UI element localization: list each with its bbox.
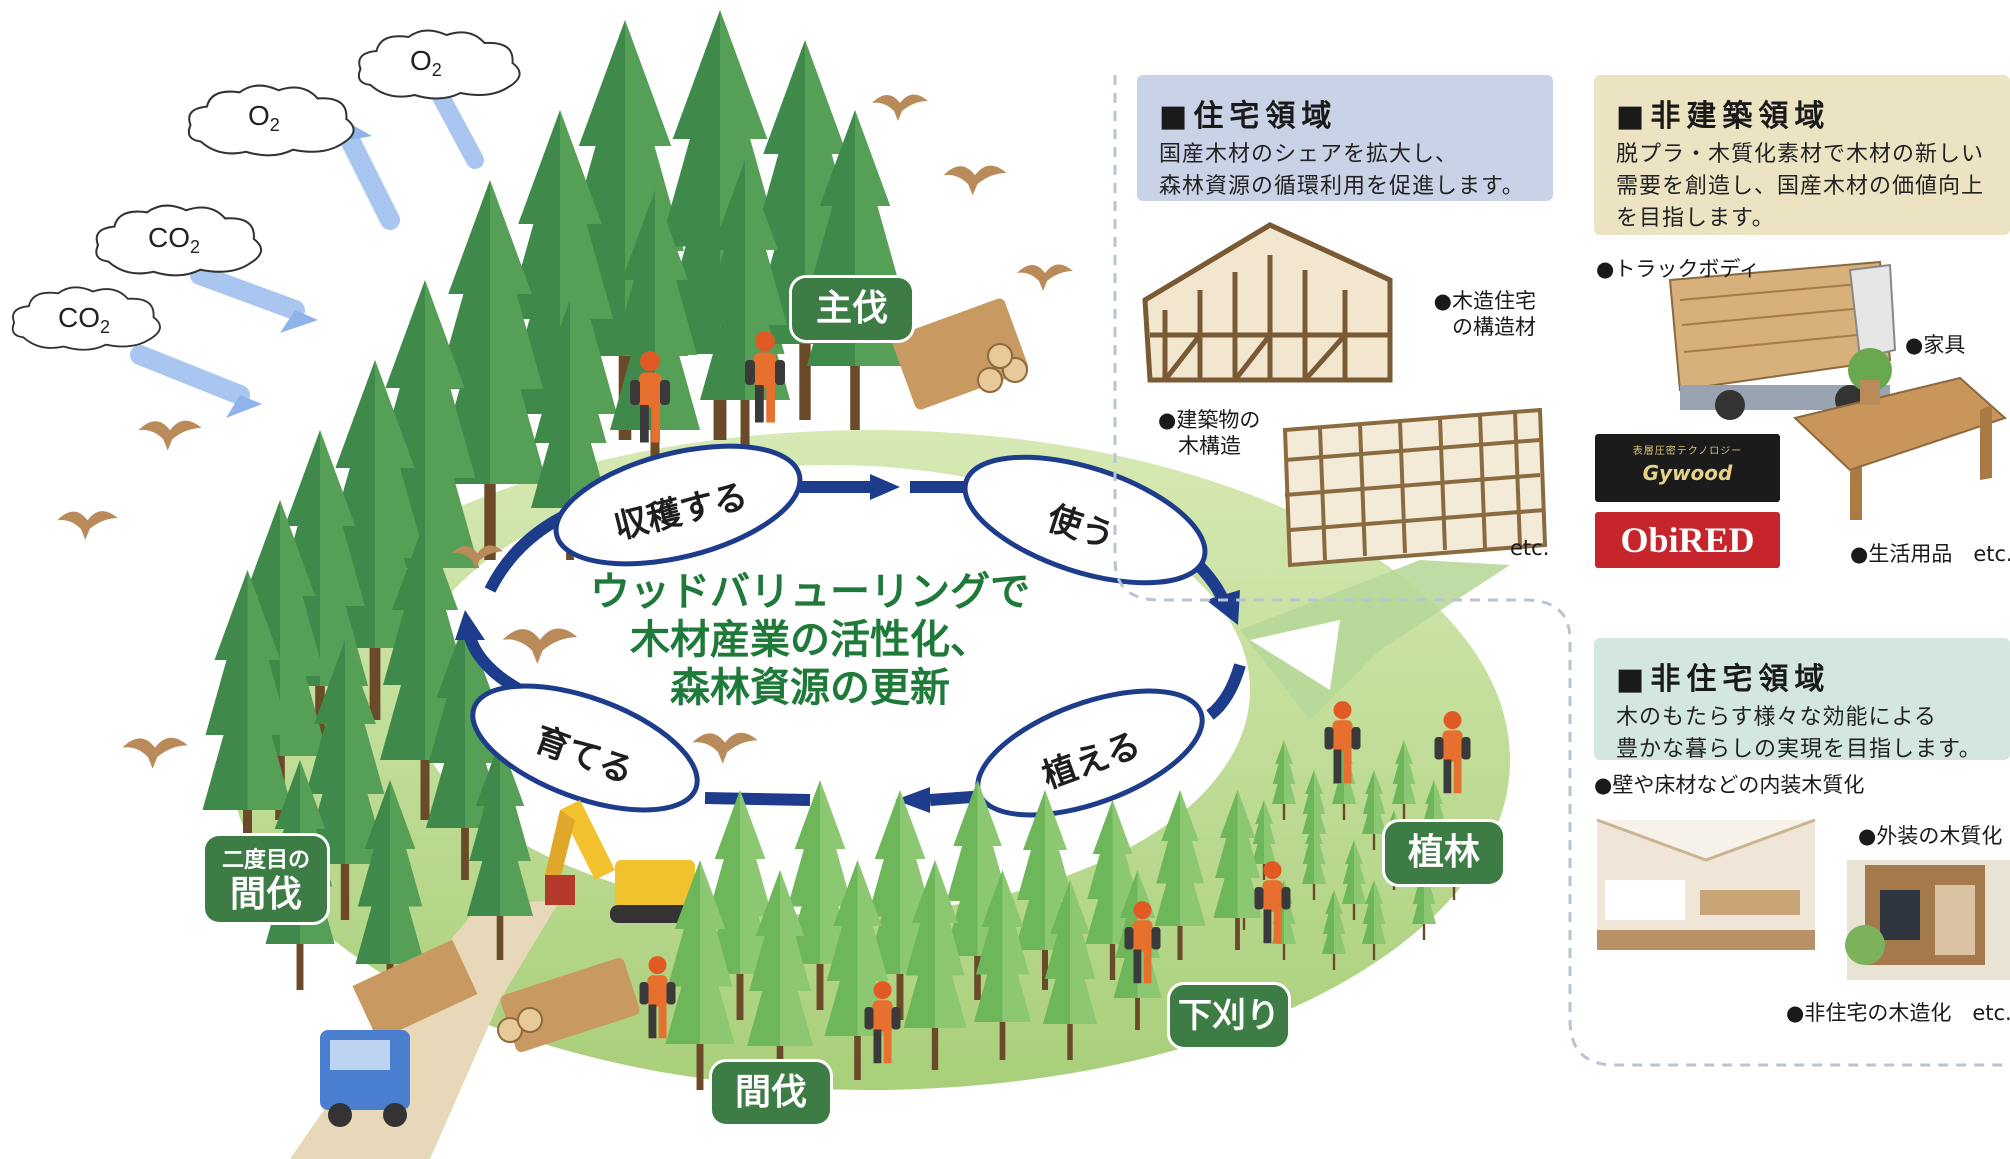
forestry-excavator [545,800,705,923]
obired-logo: ObiRED [1595,512,1780,568]
center-title: ウッドバリューリングで 木材産業の活性化、 森林資源の更新 [540,568,1080,712]
center-title-line2: 木材産業の活性化、 [630,617,990,663]
bird [872,94,928,121]
bird [57,511,118,540]
label-second-thinning: 二度目の 間伐 [205,836,327,922]
panel-non-building-body-line2: 需要を創造し、国産木材の価値向上 [1616,174,1985,199]
log-pile-main-harvest [891,298,1029,410]
panel-non-residential-body-line1: 木のもたらす様々な効能による [1616,705,1937,730]
label-main-harvest: 主伐 [792,278,912,340]
panel-non-building-body-line1: 脱プラ・木質化素材で木材の新しい [1616,142,1985,167]
exterior-photo [1845,860,2010,980]
panel-residential-body: 国産木材のシェアを拡大し、 森林資源の循環利用を促進します。 [1159,139,1531,203]
bird [943,165,1007,196]
label-planting: 植林 [1385,822,1503,884]
interior-photo [1596,818,1816,950]
caption-daily-goods: ●生活用品 etc. [1850,542,2010,566]
log-pile-thinning [497,957,640,1053]
panel-non-building-body: 脱プラ・木質化素材で木材の新しい 需要を創造し、国産木材の価値向上 を目指します… [1616,139,1988,235]
panel-residential-title: ■住宅領域 [1159,99,1338,134]
furniture-illustration [1792,348,2007,520]
caption-wooden-house-line1: ●木造住宅 [1433,289,1536,313]
caption-interior-wood: ●壁や床材などの内装木質化 [1594,773,1865,797]
caption-non-residential-wood: ●非住宅の木造化 etc. [1786,1001,2010,1025]
cloud-label-co2-2: CO2 [58,302,111,337]
panel-non-residential: ■非住宅領域 木のもたらす様々な効能による 豊かな暮らしの実現を目指します。 [1594,638,2010,762]
caption-building-structure-line2: 木構造 [1178,434,1241,458]
caption-exterior-wood: ●外装の木質化 [1858,824,2003,848]
bird [122,737,188,769]
center-title-line1: ウッドバリューリングで [590,569,1030,615]
cloud-label-co2-1: CO2 [148,222,201,257]
panel-non-residential-title: ■非住宅領域 [1616,662,1831,697]
label-thinning: 間伐 [712,1062,830,1124]
gywood-logo-name: Gywood [1642,461,1733,485]
caption-furniture: ●家具 [1905,333,1966,357]
panel-non-building-title: ■非建築領域 [1616,99,1831,134]
panel-non-building-body-line3: を目指します。 [1616,206,1775,231]
caption-truck-body: ●トラックボディ [1596,257,1760,281]
cloud-label-o2: O2 [248,100,280,135]
caption-wooden-house-line2: の構造材 [1452,315,1536,339]
panel-non-building: ■非建築領域 脱プラ・木質化素材で木材の新しい 需要を創造し、国産木材の価値向上… [1594,75,2010,235]
panel-non-residential-body: 木のもたらす様々な効能による 豊かな暮らしの実現を目指します。 [1616,702,1988,766]
label-second-thinning-top: 二度目の [221,848,310,873]
cloud-label-o2-top: O2 [410,45,442,80]
gywood-logo-tagline: 表層圧密テクノロジー [1632,446,1743,457]
caption-residential-etc: etc. [1510,536,1550,560]
building-structure-illustration [1282,407,1548,568]
panel-non-residential-body-line2: 豊かな暮らしの実現を目指します。 [1616,737,1982,762]
caption-building-structure: ●建築物の 木構造 [1158,407,1260,459]
center-title-line3: 森林資源の更新 [670,665,950,711]
logging-truck [320,939,478,1127]
bird [138,420,202,451]
panel-residential-body-line1: 国産木材のシェアを拡大し、 [1159,142,1459,167]
house-frame-illustration [1142,222,1393,383]
bird [1017,264,1073,291]
label-second-thinning-bottom: 間伐 [229,874,302,915]
label-weeding: 下刈り [1170,985,1288,1047]
truck-body-illustration [1668,260,1897,420]
panel-residential: ■住宅領域 国産木材のシェアを拡大し、 森林資源の循環利用を促進します。 [1137,75,1553,201]
panel-residential-body-line2: 森林資源の循環利用を促進します。 [1159,174,1525,199]
gywood-logo: 表層圧密テクノロジー Gywood [1595,434,1780,502]
caption-wooden-house: ●木造住宅 の構造材 [1432,288,1536,340]
caption-building-structure-line1: ●建築物の [1158,408,1261,432]
